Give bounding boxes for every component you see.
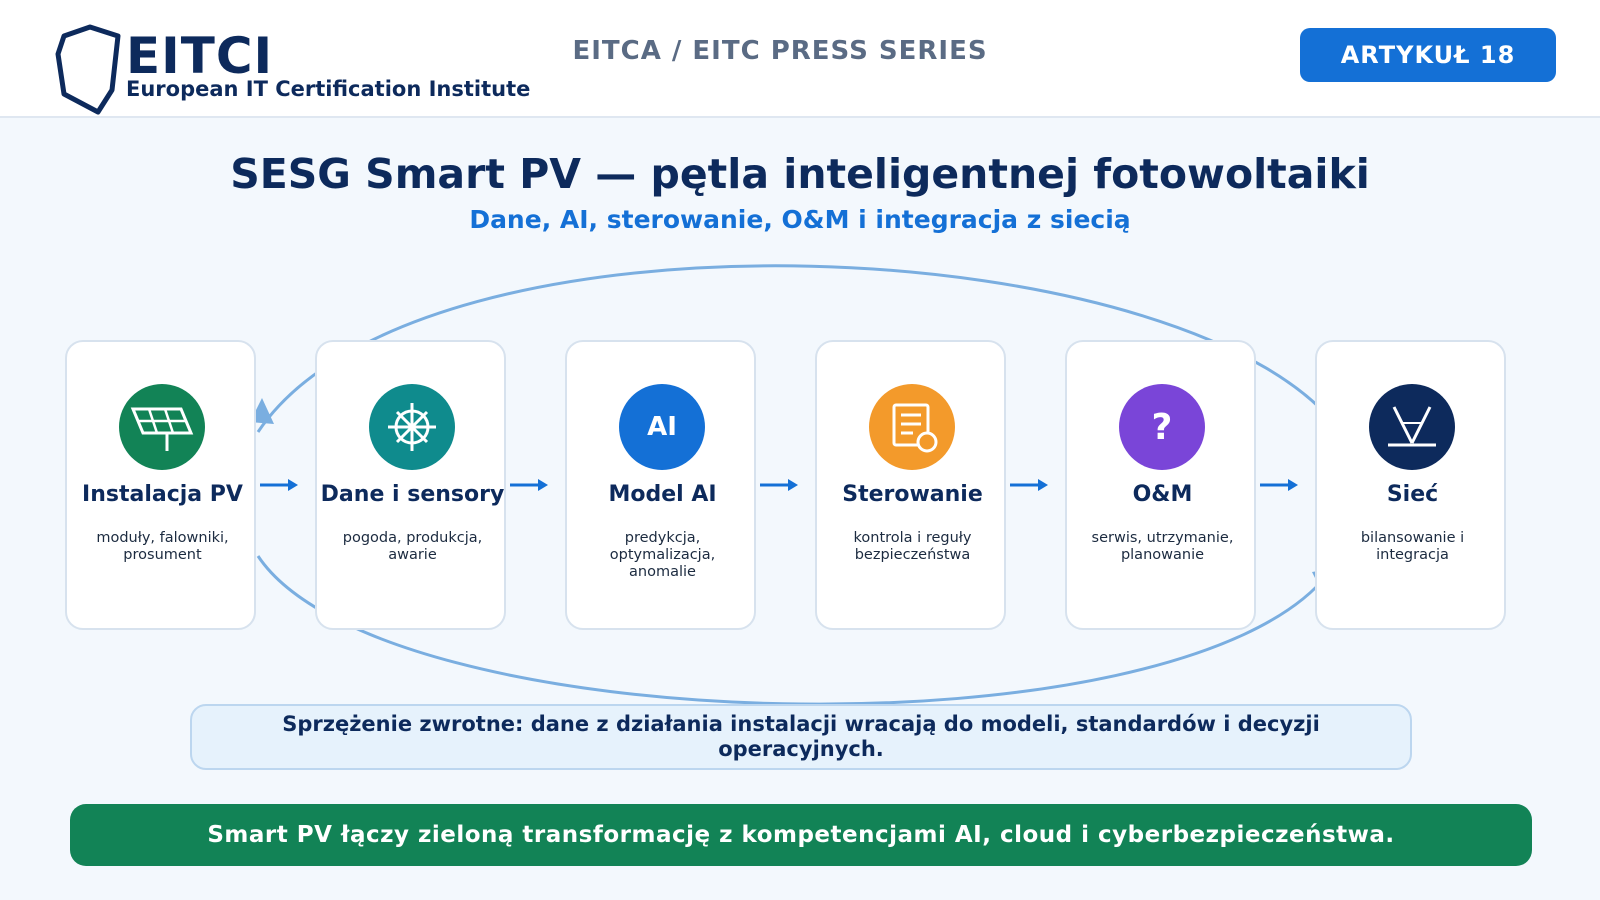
flow-arrow-1 <box>260 479 298 491</box>
ai-icon: AI <box>619 384 705 470</box>
step-card-om[interactable]: ? O&M serwis, utrzymanie, planowanie <box>1065 340 1256 630</box>
logo-wordmark: EITCI <box>126 27 274 85</box>
question-icon-glyph: ? <box>1151 406 1173 448</box>
article-badge: ARTYKUŁ 18 <box>1300 28 1556 82</box>
step-description: moduły, falowniki, prosument <box>96 530 229 563</box>
flow-arrow-5 <box>1260 479 1298 491</box>
flow-arrow-3 <box>760 479 798 491</box>
step-title: Dane i sensory <box>320 482 505 507</box>
step-title: Sterowanie <box>842 482 983 507</box>
feedback-note: Sprzężenie zwrotne: dane z działania ins… <box>190 704 1412 770</box>
ai-icon-label: AI <box>647 412 677 442</box>
step-title: O&M <box>1132 482 1193 507</box>
flow-arrow-4 <box>1010 479 1048 491</box>
step-description: predykcja, optymalizacja, anomalie <box>609 530 716 580</box>
step-title: Model AI <box>608 482 717 507</box>
step-card-instalacja[interactable]: Instalacja PV moduły, falowniki, prosume… <box>65 340 256 630</box>
step-card-model-ai[interactable]: AI Model AI predykcja, optymalizacja, an… <box>565 340 756 630</box>
step-card-sterowanie[interactable]: Sterowanie kontrola i reguły bezpieczeńs… <box>815 340 1006 630</box>
shield-icon <box>55 24 121 115</box>
header-bar: EITCI European IT Certification Institut… <box>0 0 1600 118</box>
grid-tower-icon <box>1369 384 1455 470</box>
step-description: bilansowanie i integracja <box>1360 530 1465 563</box>
question-icon: ? <box>1119 384 1205 470</box>
flow-arrow-2 <box>510 479 548 491</box>
logo-subtitle: European IT Certification Institute <box>126 77 531 101</box>
sensor-wheel-icon <box>369 384 455 470</box>
step-description: serwis, utrzymanie, planowanie <box>1091 530 1234 563</box>
footer-banner: Smart PV łączy zieloną transformację z k… <box>70 804 1532 866</box>
page-subtitle: Dane, AI, sterowanie, O&M i integracja z… <box>469 205 1131 234</box>
document-control-icon <box>869 384 955 470</box>
step-title: Instalacja PV <box>82 482 243 507</box>
press-series-label: EITCA / EITC PRESS SERIES <box>572 36 988 66</box>
eitci-logo[interactable]: EITCI European IT Certification Institut… <box>54 24 574 118</box>
page-title: SESG Smart PV — pętla inteligentnej foto… <box>230 150 1370 198</box>
step-card-dane[interactable]: Dane i sensory pogoda, produkcja, awarie <box>315 340 506 630</box>
solar-panel-icon <box>119 384 205 470</box>
step-description: pogoda, produkcja, awarie <box>342 530 483 563</box>
step-card-siec[interactable]: Sieć bilansowanie i integracja <box>1315 340 1506 630</box>
step-description: kontrola i reguły bezpieczeństwa <box>853 530 972 563</box>
step-title: Sieć <box>1386 482 1439 507</box>
